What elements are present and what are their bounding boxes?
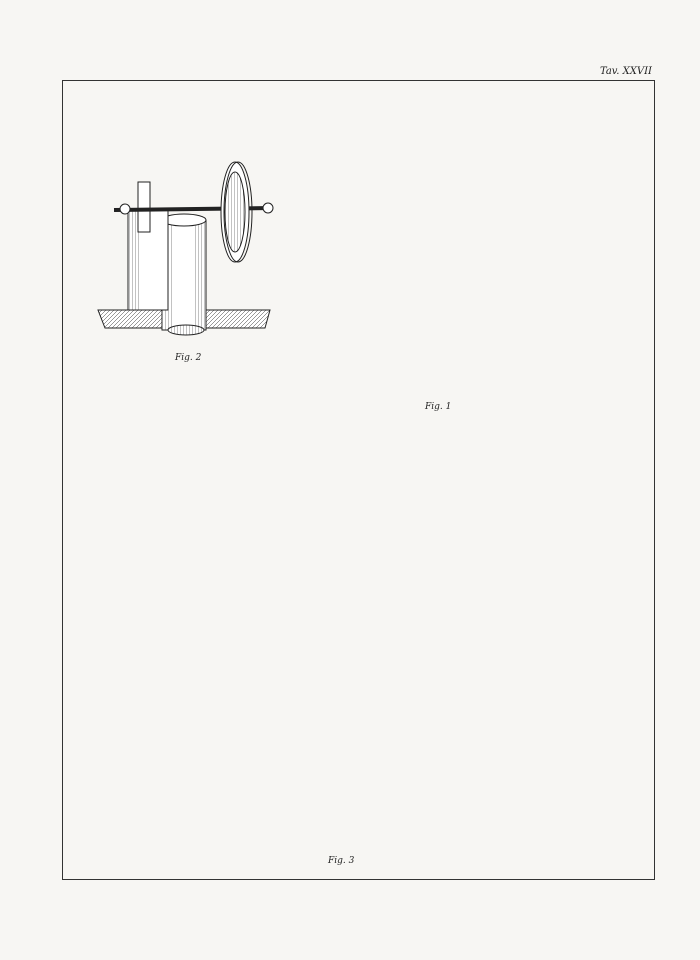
plate-number: Tav. XXVII [599,66,652,77]
fig3-caption: Fig. 3 [328,856,355,866]
plate-border [62,80,655,880]
fig2-machine-drawing [97,161,274,336]
fig2-caption: Fig. 2 [175,353,202,363]
fig1-caption: Fig. 1 [425,402,452,412]
